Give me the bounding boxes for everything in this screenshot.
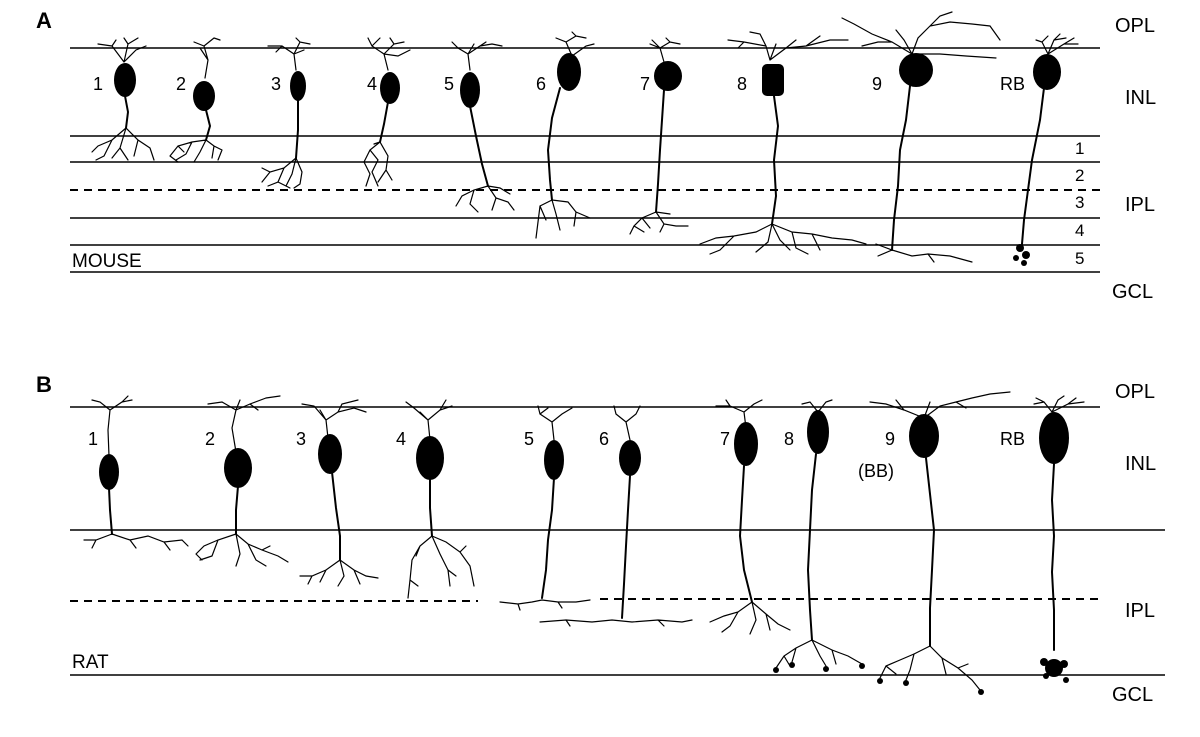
panel-a-stratum-4: 4 (1075, 221, 1084, 240)
panel-a-cell-2 (169, 37, 223, 163)
panel-a-label-opl: OPL (1115, 15, 1155, 37)
panel-a-cell-label-1: 1 (93, 74, 103, 94)
panel-b-label-inl: INL (1125, 453, 1156, 475)
panel-a-stratum-1: 1 (1075, 139, 1084, 158)
panel-a-cell-4 (363, 37, 411, 187)
panel-b-cell-8 (773, 399, 865, 673)
panel-a-cell-label-3: 3 (271, 74, 281, 94)
panel-a-cell-rb (1013, 33, 1079, 266)
panel-b-species: RAT (72, 652, 109, 673)
panel-b-cell-label-2: 2 (205, 429, 215, 449)
panel-b-cell-label-rb: RB (1000, 429, 1025, 449)
panel-a-stratum-5: 5 (1075, 249, 1084, 268)
panel-b-cell-7 (709, 399, 791, 635)
panel-a-cell-7 (629, 37, 689, 235)
panel-b-cell-1 (83, 395, 189, 551)
panel-a-stratum-3: 3 (1075, 193, 1084, 212)
panel-a-cell-label-2: 2 (176, 74, 186, 94)
panel-a-letter: A (36, 8, 52, 33)
panel-a-cell-6 (535, 31, 595, 239)
panel-b-cell-label-7: 7 (720, 429, 730, 449)
panel-b-cell-6 (539, 405, 693, 627)
panel-a-cell-label-rb: RB (1000, 74, 1025, 94)
panel-b-cell-label-3: 3 (296, 429, 306, 449)
panel-b-cell-9 (869, 391, 1011, 695)
panel-b-cell-label-4: 4 (396, 429, 406, 449)
panel-a-label-inl: INL (1125, 87, 1156, 109)
panel-b-cell-label-9: 9 (885, 429, 895, 449)
panel-b-letter: B (36, 372, 52, 397)
panel-b-cell-label-1: 1 (88, 429, 98, 449)
panel-a-cell-label-7: 7 (640, 74, 650, 94)
panel-a-cell-1 (91, 37, 155, 161)
panel-b-cell-label-5: 5 (524, 429, 534, 449)
panel-b-cell-2 (195, 395, 289, 567)
panel-b-cell-4 (405, 399, 475, 599)
panel-a-cell-label-4: 4 (367, 74, 377, 94)
panel-b-cell-label-6: 6 (599, 429, 609, 449)
panel-a-label-ipl: IPL (1125, 194, 1155, 216)
panel-a-label-gcl: GCL (1112, 281, 1153, 303)
panel-b-label-opl: OPL (1115, 381, 1155, 403)
panel-b-cell-3 (299, 399, 379, 587)
panel-b-cell-label-8: 8 (784, 429, 794, 449)
panel-b-cell-9-sublabel: (BB) (858, 461, 894, 481)
panel-a-cell-label-8: 8 (737, 74, 747, 94)
panel-b-cell-5 (499, 405, 591, 611)
panel-a-stratum-2: 2 (1075, 166, 1084, 185)
panel-a-cell-8 (699, 31, 867, 255)
panel-a-cell-9 (841, 11, 1001, 263)
panel-a-cell-3 (261, 37, 311, 189)
panel-a-cell-label-6: 6 (536, 74, 546, 94)
panel-b-cell-rb (1033, 395, 1085, 683)
panel-b-label-gcl: GCL (1112, 684, 1153, 706)
panel-b-label-ipl: IPL (1125, 600, 1155, 622)
panel-a-species: MOUSE (72, 251, 142, 272)
panel-b: B OPL INL IPL GCL RAT 1 2 3 4 5 6 7 8 9 … (36, 372, 1165, 706)
panel-a: A OPL INL IPL GCL 1 2 3 4 5 MOUSE 1 2 3 … (36, 8, 1156, 303)
panel-a-cell-label-9: 9 (872, 74, 882, 94)
panel-a-cell-5 (451, 41, 515, 213)
panel-a-cell-label-5: 5 (444, 74, 454, 94)
